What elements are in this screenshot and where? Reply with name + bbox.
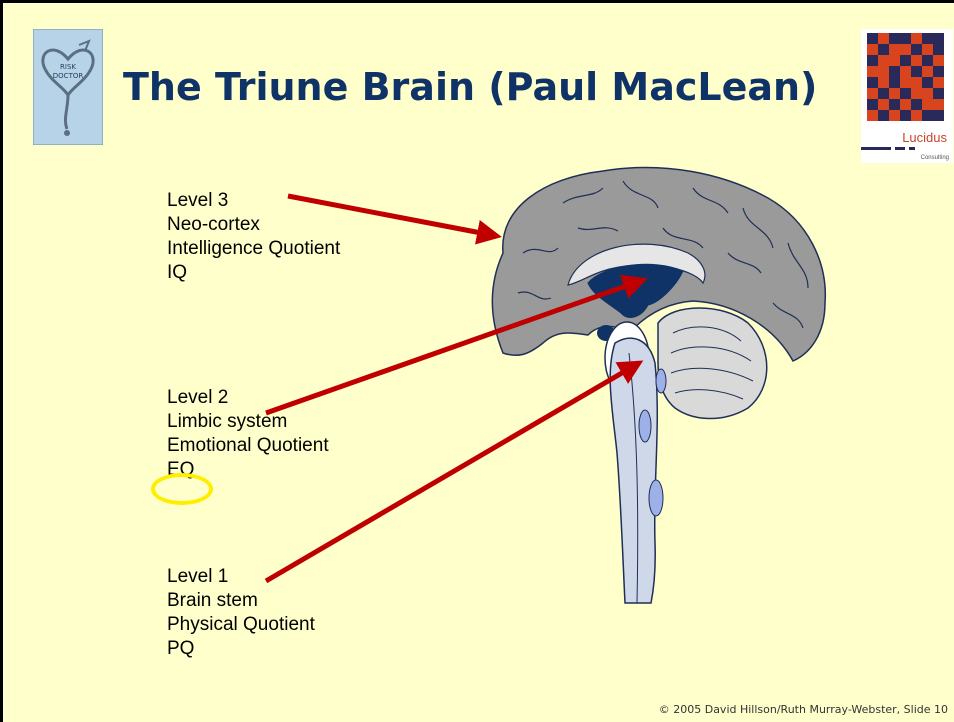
level-3-label: Level 3 Neo-cortex Intelligence Quotient… — [167, 189, 340, 285]
level-2-quotient: Emotional Quotient — [167, 434, 329, 458]
brain-diagram — [3, 3, 954, 722]
level-3-part: Neo-cortex — [167, 213, 340, 237]
level-1-quotient: Physical Quotient — [167, 613, 315, 637]
level-2-title: Level 2 — [167, 386, 329, 410]
level-1-part: Brain stem — [167, 589, 315, 613]
level-3-quotient: Intelligence Quotient — [167, 237, 340, 261]
eq-highlight-ring — [151, 473, 213, 505]
level-3-abbr: IQ — [167, 261, 340, 285]
level-1-title: Level 1 — [167, 565, 315, 589]
level-1-abbr: PQ — [167, 637, 315, 661]
level-3-title: Level 3 — [167, 189, 340, 213]
cerebellum-shape — [658, 308, 767, 419]
level-2-label: Level 2 Limbic system Emotional Quotient… — [167, 386, 329, 482]
level-2-part: Limbic system — [167, 410, 329, 434]
slide-footer: © 2005 David Hillson/Ruth Murray-Webster… — [659, 703, 948, 716]
level-1-label: Level 1 Brain stem Physical Quotient PQ — [167, 565, 315, 661]
